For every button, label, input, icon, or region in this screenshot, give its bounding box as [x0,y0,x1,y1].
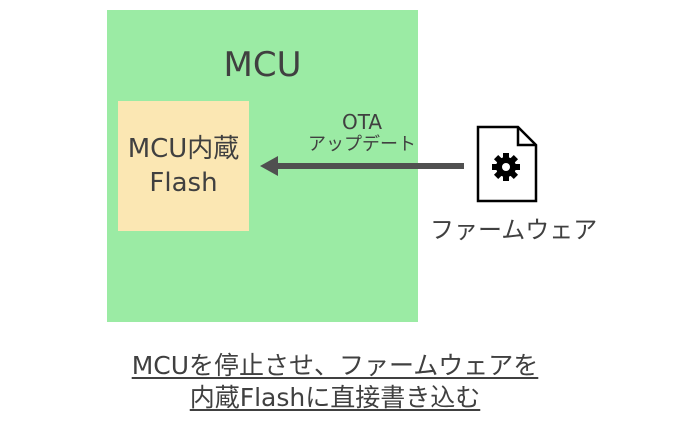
ota-update-label: OTA アップデート [304,110,420,156]
gear-icon [492,153,520,181]
flash-label-line2: Flash [149,168,218,198]
internal-flash-block: MCU内蔵 Flash [118,101,249,231]
ota-label-line1: OTA [341,110,383,134]
ota-label-line2: アップデート [308,134,416,155]
mcu-title: MCU [223,45,302,85]
document-fold [516,127,536,147]
gear-document-icon [476,125,538,203]
update-arrow [260,156,464,176]
caption-line1: MCUを停止させ、ファームウェアを [131,351,539,380]
firmware-label: ファームウェア [430,216,598,244]
caption: MCUを停止させ、ファームウェアを 内蔵Flashに直接書き込む [120,350,550,414]
flash-label-line1: MCU内蔵 [127,134,240,164]
caption-line2: 内蔵Flashに直接書き込む [189,383,481,412]
update-arrow-shape [260,156,464,176]
